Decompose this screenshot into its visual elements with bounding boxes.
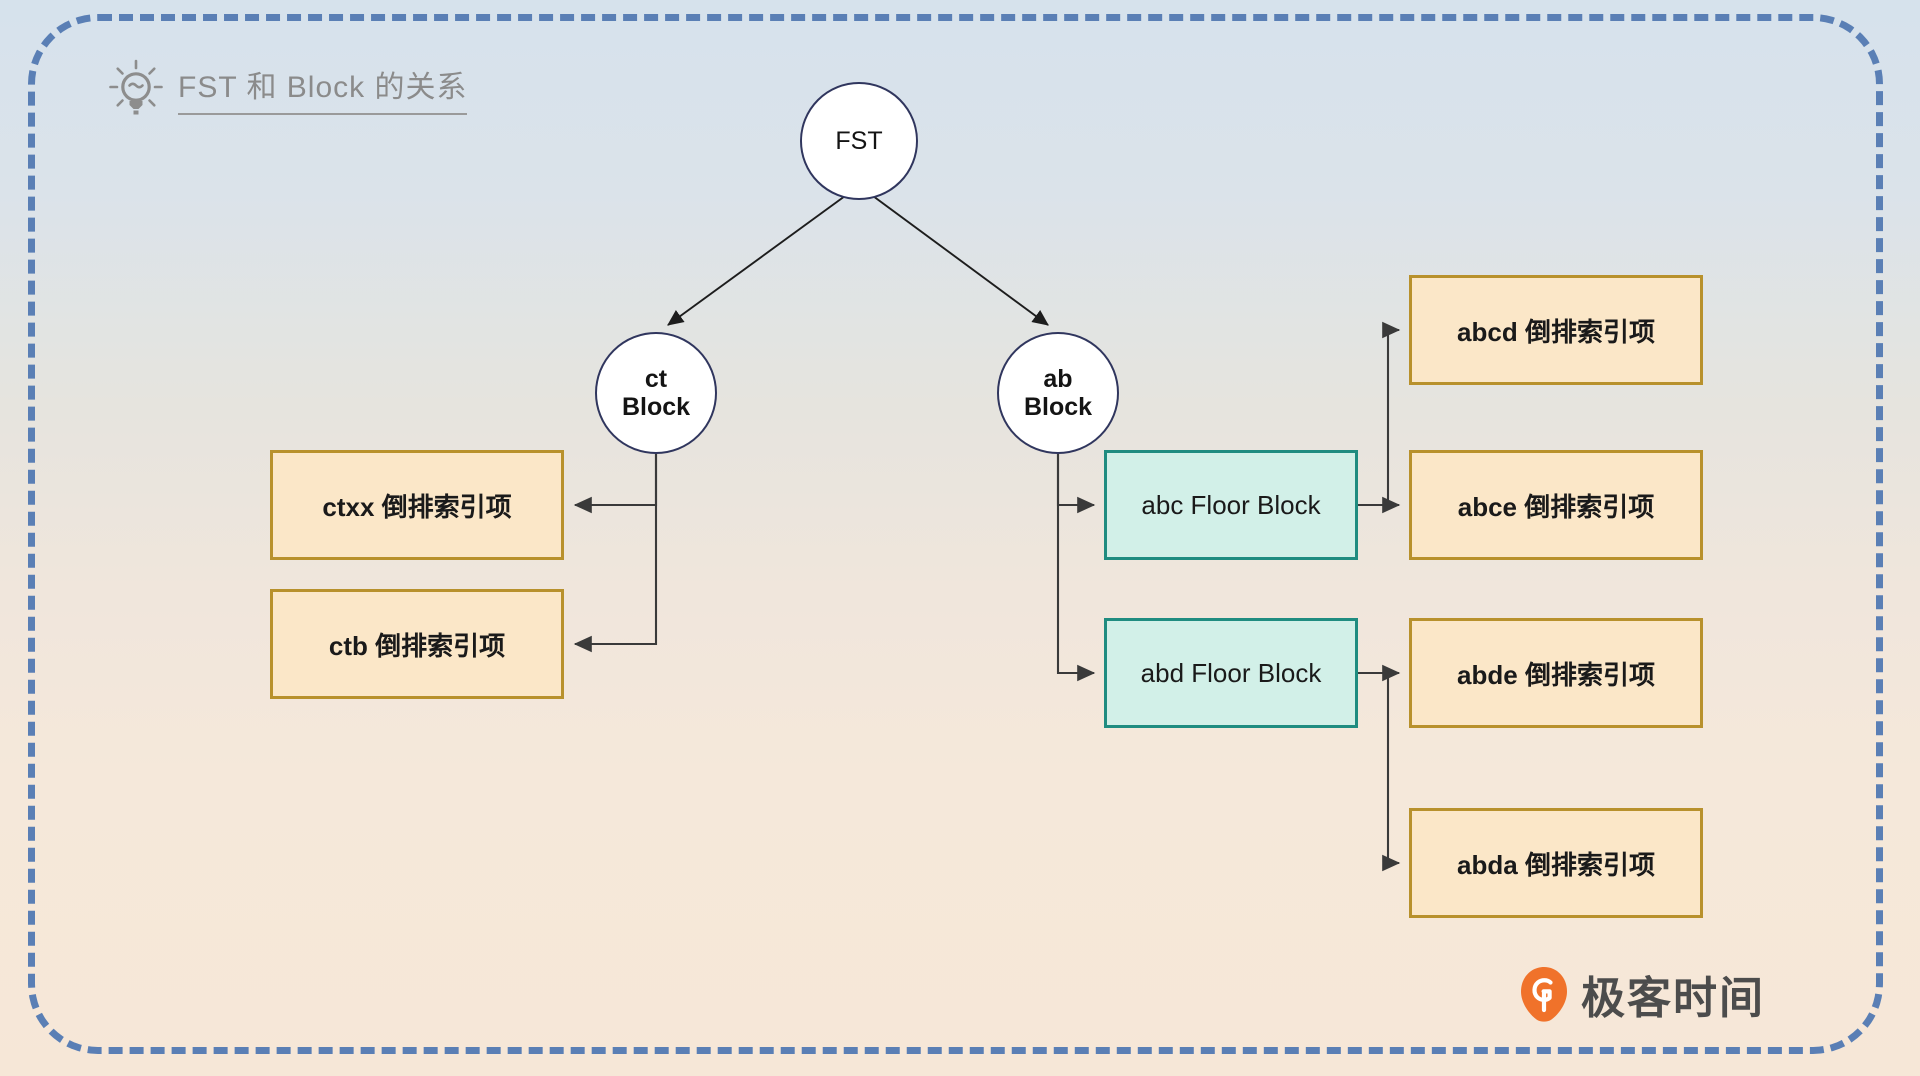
node-ab-block-label-line2: Block (1023, 393, 1093, 421)
edge-fst-to-ab-block (872, 195, 1049, 326)
edge-abd-floor-to-abda (1358, 671, 1401, 872)
box-ctxx-posting[interactable]: ctxx 倒排索引项 (270, 450, 564, 560)
box-abc-floor-block[interactable]: abc Floor Block (1104, 450, 1358, 560)
node-fst-label: FST (835, 127, 883, 155)
box-abcd-posting[interactable]: abcd 倒排索引项 (1409, 275, 1703, 385)
box-abc-floor-block-label: abc Floor Block (1141, 489, 1321, 520)
node-fst[interactable]: FST (800, 82, 918, 200)
box-ctxx-posting-label: ctxx 倒排索引项 (322, 491, 512, 522)
box-abde-posting-label: abde 倒排索引项 (1457, 659, 1655, 690)
edge-ct-block-to-ctxx (573, 454, 658, 514)
edge-fst-to-ct-block (667, 195, 846, 326)
box-ctb-posting-label: ctb 倒排索引项 (328, 630, 506, 661)
box-abde-posting[interactable]: abde 倒排索引项 (1409, 618, 1703, 728)
box-abcd-posting-label: abcd 倒排索引项 (1457, 316, 1655, 347)
edge-abc-floor-to-abcd (1358, 321, 1401, 507)
brand-name: 极客时间 (1581, 974, 1765, 1023)
node-ct-block-label-line2: Block (621, 393, 691, 421)
edge-ab-block-to-abd-floor (1056, 454, 1096, 682)
node-ab-block[interactable]: ab Block (997, 332, 1119, 454)
brand-logo: 极客时间 (1519, 962, 1765, 1026)
box-abce-posting[interactable]: abce 倒排索引项 (1409, 450, 1703, 560)
page-title: FST 和 Block 的关系 (178, 62, 468, 115)
box-abce-posting-label: abce 倒排索引项 (1457, 491, 1655, 522)
box-abd-floor-block-label: abd Floor Block (1140, 657, 1322, 688)
geekbang-logo-icon (1521, 967, 1567, 1022)
node-ct-block[interactable]: ct Block (595, 332, 717, 454)
title-row: FST 和 Block 的关系 (108, 58, 468, 118)
box-ctb-posting[interactable]: ctb 倒排索引项 (270, 589, 564, 699)
box-abd-floor-block[interactable]: abd Floor Block (1104, 618, 1358, 728)
box-abda-posting-label: abda 倒排索引项 (1457, 849, 1655, 880)
node-ab-block-label-line1: ab (1043, 365, 1073, 393)
node-ct-block-label-line1: ct (644, 365, 668, 393)
edge-ab-block-to-abc-floor (1056, 454, 1096, 514)
edge-ct-block-to-ctb (573, 454, 658, 653)
box-abda-posting[interactable]: abda 倒排索引项 (1409, 808, 1703, 918)
lightbulb-icon (109, 59, 163, 115)
